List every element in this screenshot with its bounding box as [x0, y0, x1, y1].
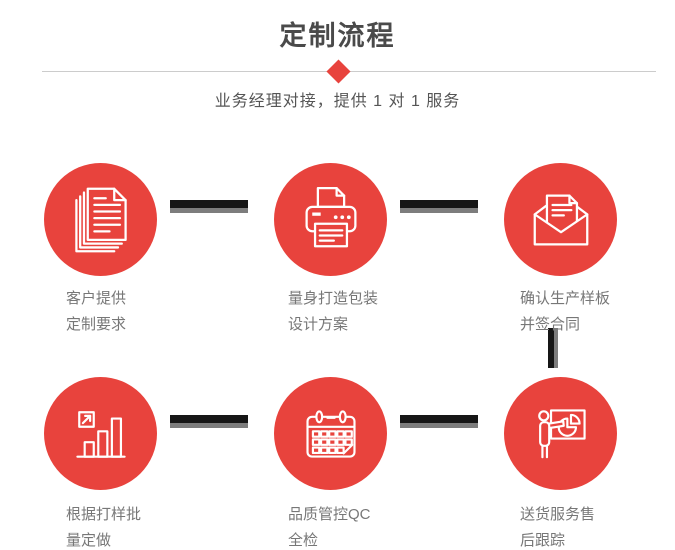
step4-label-line2: 量定做: [66, 532, 112, 549]
envelope-icon: [533, 194, 588, 245]
printer-icon: [305, 186, 356, 247]
step6-label-line1: 送货服务售: [520, 506, 596, 523]
step6-label-line2: 后跟踪: [520, 532, 566, 549]
step3-circle: [504, 163, 617, 276]
step6-circle: [504, 377, 617, 490]
step5-label-line1: 品质管控QC: [288, 506, 371, 523]
step4-circle: [44, 377, 157, 490]
step1-circle: [44, 163, 157, 276]
step3-label: 确认生产样板 并签合同: [520, 286, 610, 338]
documents-icon: [74, 187, 127, 252]
connector-step3-step6: [548, 328, 558, 368]
step1-label-line1: 客户提供: [66, 290, 127, 307]
step5-circle: [274, 377, 387, 490]
connector-step2-step3: [400, 200, 478, 213]
page-subtitle: 业务经理对接，提供 1 对 1 服务: [214, 93, 461, 110]
step3-label-line2: 并签合同: [520, 316, 581, 333]
step2-label: 量身打造包装 设计方案: [288, 286, 378, 338]
step5-label: 品质管控QC 全检: [288, 502, 371, 550]
step1-label-line2: 定制要求: [66, 316, 127, 333]
step3-label-line1: 确认生产样板: [520, 290, 611, 307]
connector-step5-step6: [400, 415, 478, 428]
connector-step1-step2: [170, 200, 248, 213]
step4-label: 根据打样批 量定做: [66, 502, 141, 550]
page-title: 定制流程: [279, 21, 396, 51]
step2-label-line2: 设计方案: [288, 316, 349, 333]
diamond-marker: [326, 59, 351, 84]
step6-label: 送货服务售 后跟踪: [520, 502, 595, 550]
step4-label-line1: 根据打样批: [66, 506, 142, 523]
step2-label-line1: 量身打造包装: [288, 290, 379, 307]
presentation-icon: [537, 408, 586, 458]
step1-label: 客户提供 定制要求: [66, 286, 126, 338]
connector-step4-step5: [170, 415, 248, 428]
step5-label-line2: 全检: [288, 532, 319, 549]
step2-circle: [274, 163, 387, 276]
bar-chart-icon: [75, 410, 126, 458]
calendar-icon: [305, 409, 356, 458]
